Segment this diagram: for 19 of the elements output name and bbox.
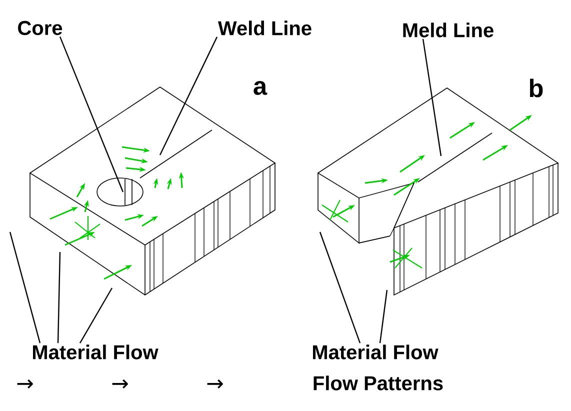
- callout-label: Core: [18, 20, 62, 36]
- caption-text: Flow Patterns: [314, 376, 443, 390]
- callout-label: Material Flow: [33, 344, 158, 360]
- arrow-symbol: →: [207, 379, 223, 388]
- callout-label: Material Flow: [313, 344, 438, 360]
- leader-line: [79, 288, 113, 344]
- panel-letter: a: [254, 81, 268, 95]
- arrow-symbol: →: [17, 379, 33, 388]
- leader-line: [57, 252, 61, 344]
- leader-line: [379, 290, 388, 344]
- leader-line: [422, 38, 442, 156]
- callout-label: Weld Line: [218, 20, 312, 36]
- arrow-symbol: →: [112, 379, 128, 388]
- panel-letter: b: [530, 78, 543, 98]
- callout-label: Meld Line: [403, 22, 494, 38]
- leader-line: [59, 36, 124, 192]
- leader-line: [9, 232, 41, 344]
- leader-line: [319, 232, 361, 344]
- leader-line: [159, 36, 218, 156]
